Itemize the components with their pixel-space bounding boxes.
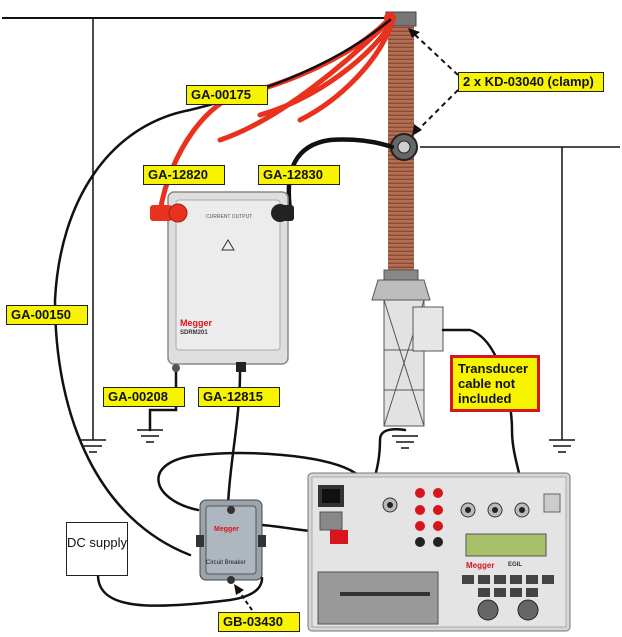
sdrm-model-label: SDRM201 — [180, 330, 208, 336]
egil-model-label: EGIL — [508, 562, 523, 568]
support-structure — [371, 279, 431, 427]
label-ga-12815: GA-12815 — [198, 387, 280, 407]
breaker-brand-logo: Megger — [214, 526, 239, 533]
label-gb-03430: GB-03430 — [218, 612, 300, 632]
gb03430-arrow — [237, 589, 253, 611]
ground-symbol-right — [549, 439, 575, 453]
label-clamp: 2 x KD-03040 (clamp) — [458, 72, 604, 92]
label-transducer-cable: Transducer cable not included — [450, 355, 540, 412]
egil-brand-logo: Megger — [466, 561, 495, 570]
sdrm201-unit — [150, 191, 294, 372]
ground-symbol-structure — [392, 435, 418, 449]
bushing-flange — [383, 269, 419, 281]
breaker-caption: Circuit Breaker — [206, 560, 246, 566]
sdrm-brand-logo: Megger — [180, 318, 213, 328]
ground-symbol-left — [80, 439, 106, 453]
egil-instrument — [307, 472, 571, 632]
sdrm-current-output-label: CURRENT OUTPUT — [206, 214, 253, 220]
circuit-breaker-box — [196, 499, 266, 584]
label-ga-00208: GA-00208 — [103, 387, 185, 407]
label-ga-12830: GA-12830 — [258, 165, 340, 185]
label-ga-12820: GA-12820 — [143, 165, 225, 185]
label-ga-00175: GA-00175 — [186, 85, 268, 105]
ground-symbol-ga00208 — [137, 429, 163, 443]
egil-lcd-display — [465, 533, 547, 557]
dc-supply-box: DC supply — [66, 522, 128, 576]
clamp-arrows — [411, 31, 459, 133]
label-ga-00150: GA-00150 — [6, 305, 88, 325]
transducer-box — [412, 306, 444, 352]
